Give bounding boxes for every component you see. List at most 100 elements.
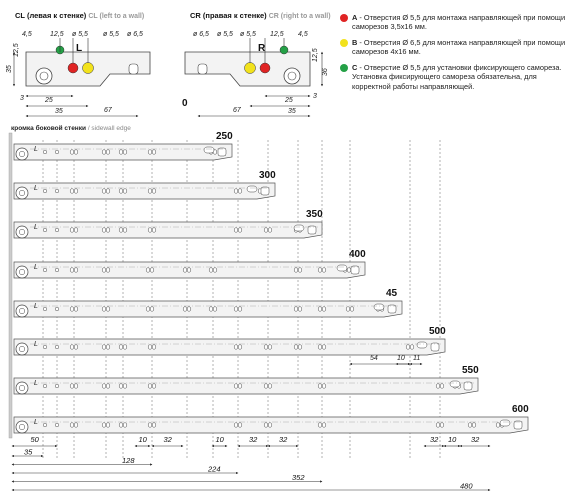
sidewall-edge xyxy=(8,132,13,439)
rail-hole xyxy=(147,188,153,194)
rail-hole xyxy=(69,383,75,389)
cl-letter: L xyxy=(76,43,82,54)
rail-hole xyxy=(73,227,79,233)
rail-roller-inner xyxy=(18,228,26,236)
cl-dim-35: 35 xyxy=(6,65,13,73)
green-dot-icon xyxy=(340,63,348,72)
rail-hole xyxy=(267,422,273,428)
rail-hole xyxy=(69,306,75,312)
rail-hole xyxy=(237,422,243,428)
rail-end-slot xyxy=(449,380,461,388)
rail-hole xyxy=(73,267,79,273)
rail-hole xyxy=(105,344,111,350)
header-right-part-2: CR xyxy=(269,13,281,20)
legend-text-b: - Отверстия Ø 6,5 для монтажа направляющ… xyxy=(352,37,566,57)
cl-dim-d5-5: ø 5,5 xyxy=(72,31,88,38)
rail-hole xyxy=(321,383,327,389)
rail-hole xyxy=(149,306,155,312)
rail-end-stop xyxy=(260,186,270,196)
rail-hole xyxy=(263,344,269,350)
rail-hole xyxy=(101,306,107,312)
rail-end-stop xyxy=(217,147,227,157)
rail-hole xyxy=(151,422,157,428)
rail-end-stop xyxy=(387,304,397,314)
rail-hole xyxy=(118,383,124,389)
header-right-title: CR (правая к стенке) CR (right to a wall… xyxy=(190,11,331,20)
cl-dim-d5-5b: ø 5,5 xyxy=(103,31,119,38)
rail-hole-fix2 xyxy=(54,422,60,428)
cr-hole-a xyxy=(259,62,271,74)
rail-length-600: 600 xyxy=(512,404,529,415)
rail-hole xyxy=(105,188,111,194)
rail-hole xyxy=(147,422,153,428)
rail-hole xyxy=(467,422,473,428)
rail-hole xyxy=(321,306,327,312)
rail-hole xyxy=(73,383,79,389)
header-right-part-0: CR xyxy=(190,11,203,20)
cumulative-dim-35: 35 xyxy=(24,448,33,457)
dim-10: 10 xyxy=(397,355,405,362)
red-dot-icon xyxy=(340,14,348,22)
rail-hole xyxy=(263,383,269,389)
rail-hole xyxy=(439,422,445,428)
header-right-part-3: (right to a wall) xyxy=(281,13,331,20)
rail-hole-fix xyxy=(42,188,48,194)
rail-hole xyxy=(237,306,243,312)
rail-hole xyxy=(147,344,153,350)
rail-hole-fix xyxy=(42,422,48,428)
rail-hole-fix2 xyxy=(54,227,60,233)
rail-hole xyxy=(321,344,327,350)
cr-hole-c xyxy=(279,45,289,55)
rail-letter: L xyxy=(34,380,38,387)
rail-hole xyxy=(435,422,441,428)
rail-hole xyxy=(267,344,273,350)
rail-hole xyxy=(297,267,303,273)
rail-500 xyxy=(13,338,446,356)
cr-roller-inner xyxy=(287,71,297,81)
rail-hole xyxy=(495,422,501,428)
rail-hole xyxy=(118,227,124,233)
bottom-dim-2: 32 xyxy=(164,435,173,444)
rail-letter: L xyxy=(34,185,38,192)
rail-hole xyxy=(122,344,128,350)
cl-roller-inner xyxy=(39,71,49,81)
cr-dim-4-5: 4,5 xyxy=(298,31,308,38)
rail-length-350: 350 xyxy=(306,209,323,220)
rail-hole xyxy=(69,344,75,350)
rail-roller-inner xyxy=(18,189,26,197)
rail-hole xyxy=(233,306,239,312)
rail-roller-inner xyxy=(18,384,26,392)
rail-letter: L xyxy=(34,303,38,310)
cr-dim-25: 25 xyxy=(284,97,293,104)
rail-hole xyxy=(471,422,477,428)
rail-hole-fix xyxy=(42,383,48,389)
rail-hole xyxy=(122,227,128,233)
bottom-dim-1: 10 xyxy=(139,435,148,444)
rail-hole-fix xyxy=(42,267,48,273)
rail-hole xyxy=(105,306,111,312)
rail-hole-fix xyxy=(42,149,48,155)
rail-letter: L xyxy=(34,146,38,153)
rail-hole xyxy=(151,227,157,233)
cl-hole-b xyxy=(82,62,94,74)
rail-hole xyxy=(297,344,303,350)
rail-roller-inner xyxy=(18,268,26,276)
rail-hole xyxy=(147,227,153,233)
rail-end-slot xyxy=(499,419,511,427)
rail-hole xyxy=(122,383,128,389)
rail-end-stop xyxy=(350,265,360,275)
rail-hole xyxy=(147,149,153,155)
cumulative-dim-128: 128 xyxy=(122,456,135,465)
rail-hole xyxy=(147,383,153,389)
rail-300 xyxy=(13,182,276,200)
rail-hole xyxy=(263,422,269,428)
rail-hole xyxy=(233,344,239,350)
rail-350 xyxy=(13,221,323,239)
rail-length-400: 400 xyxy=(349,249,366,260)
rail-hole xyxy=(233,227,239,233)
header-left-part-2: CL xyxy=(88,13,99,20)
rail-hole xyxy=(69,267,75,273)
rail-hole xyxy=(233,188,239,194)
cr-dim-12-5v: 12,5 xyxy=(312,48,319,62)
header-left-title: CL (левая к стенке) CL (left to a wall) xyxy=(15,11,144,20)
